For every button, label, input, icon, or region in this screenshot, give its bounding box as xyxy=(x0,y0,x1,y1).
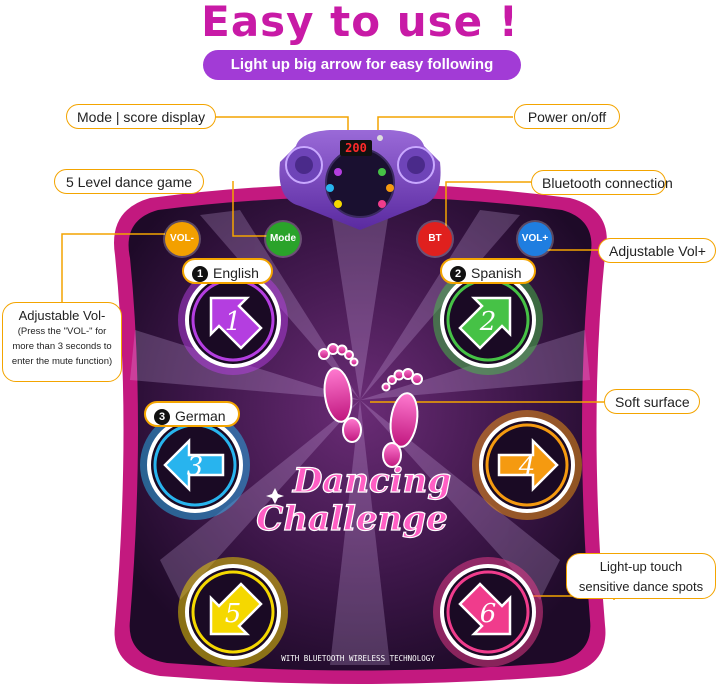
vol-minus-button[interactable]: VOL- xyxy=(165,222,199,256)
pad-5 xyxy=(178,557,288,667)
pad-2 xyxy=(433,265,543,375)
bluetooth-button[interactable]: BT xyxy=(418,222,452,256)
callout-vol-plus: Adjustable Vol+ xyxy=(598,238,716,263)
language-label-english: 1 English xyxy=(182,258,273,284)
callout-vol-minus-line3: enter the mute function) xyxy=(11,356,113,367)
language-name: German xyxy=(175,408,226,424)
callout-touch-line1: Light-up touch xyxy=(599,559,683,574)
vol-plus-button[interactable]: VOL+ xyxy=(518,222,552,256)
language-label-german: 3 German xyxy=(144,401,240,427)
control-console xyxy=(279,130,441,230)
callout-mode-score: Mode | score display xyxy=(66,104,216,129)
footprints-icon xyxy=(318,343,423,468)
callout-vol-minus: Adjustable Vol- (Press the "VOL-" for mo… xyxy=(2,302,122,382)
page-title: Easy to use ! xyxy=(201,0,519,46)
language-label-spanish: 2 Spanish xyxy=(440,258,536,284)
callout-level-game: 5 Level dance game xyxy=(54,169,204,194)
callout-vol-minus-title: Adjustable Vol- xyxy=(18,308,106,323)
callout-power: Power on/off xyxy=(514,104,620,129)
pad-4 xyxy=(472,410,582,520)
mat-footer-text: WITH BLUETOOTH WIRELESS TECHNOLOGY xyxy=(281,654,435,663)
callout-bluetooth: Bluetooth connection xyxy=(531,170,673,195)
callout-touch-spots: Light-up touch sensitive dance spots xyxy=(566,553,716,599)
logo-challenge: Challenge xyxy=(256,499,447,539)
callout-vol-minus-line1: (Press the "VOL-" for xyxy=(17,326,107,337)
callout-vol-minus-line2: more than 3 seconds to xyxy=(12,341,112,352)
pad-1-number: 1 xyxy=(225,307,242,337)
sparkle-icon xyxy=(266,488,284,504)
score-display: 200 xyxy=(345,141,367,155)
language-number: 2 xyxy=(450,266,466,283)
pad-6-number: 6 xyxy=(480,599,497,629)
pad-3-number: 3 xyxy=(187,452,204,482)
logo-dancing: Dancing xyxy=(292,461,451,501)
language-name: Spanish xyxy=(471,265,522,281)
language-name: English xyxy=(213,265,259,281)
callout-soft-surface: Soft surface xyxy=(604,389,700,414)
language-number: 3 xyxy=(154,409,170,426)
pad-5-number: 5 xyxy=(225,599,242,629)
pad-2-number: 2 xyxy=(479,307,497,337)
pad-6 xyxy=(433,557,543,667)
mode-button[interactable]: Mode xyxy=(266,222,300,256)
callout-touch-line2: sensitive dance spots xyxy=(578,579,704,594)
subtitle-banner: Light up big arrow for easy following xyxy=(203,50,521,80)
language-number: 1 xyxy=(192,266,208,283)
pad-4-number: 4 xyxy=(518,452,536,482)
